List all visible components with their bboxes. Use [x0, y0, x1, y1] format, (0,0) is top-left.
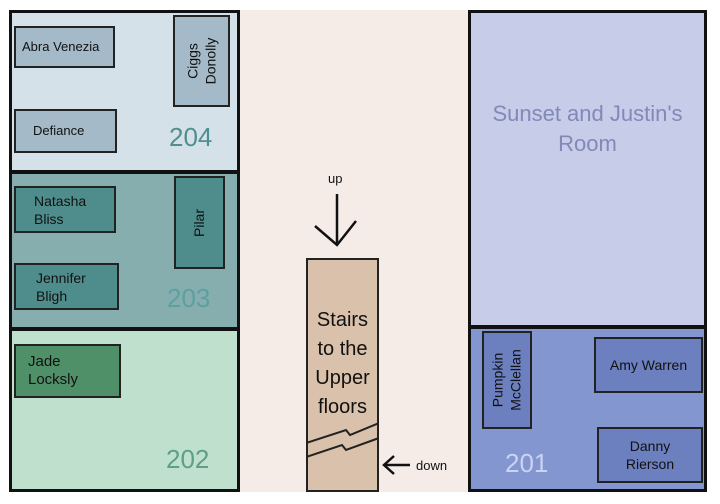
left-arrow-icon [382, 455, 410, 475]
occupant-pumpkin-mcclellan-label: Pumpkin McClellan [490, 349, 524, 411]
occupant-pilar-label: Pilar [191, 208, 208, 237]
down-arrow-icon [314, 194, 357, 247]
occupant-danny-rierson: Danny Rierson [597, 427, 703, 483]
occupant-natasha-bliss: Natasha Bliss [14, 186, 116, 233]
up-label: up [328, 171, 343, 186]
occupant-pilar: Pilar [174, 176, 225, 269]
down-label: down [416, 458, 448, 473]
occupant-amy-warren: Amy Warren [594, 337, 703, 393]
room-sunset-justin-title: Sunset and Justin's Room [492, 101, 683, 156]
occupant-defiance: Defiance [14, 109, 117, 153]
room-204-number: 204 [169, 122, 213, 152]
occupant-jennifer-bligh: Jennifer Bligh [14, 263, 119, 310]
occupant-ciggs-donolly: Ciggs Donolly [173, 15, 230, 107]
room-202-number: 202 [166, 444, 210, 474]
room-sunset-justin: Sunset and Justin's Room [468, 10, 707, 328]
stairs-break-lines [306, 422, 379, 458]
occupant-jade-locksly: Jade Locksly [14, 344, 121, 398]
occupant-pumpkin-mcclellan: Pumpkin McClellan [482, 331, 532, 429]
occupant-ciggs-donolly-label: Ciggs Donolly [184, 37, 219, 85]
room-201-number: 201 [505, 448, 549, 478]
stairs-label: Stairs to the Upper floors [315, 309, 370, 418]
room-203-number: 203 [167, 283, 211, 313]
occupant-abra-venezia: Abra Venezia [14, 26, 115, 68]
